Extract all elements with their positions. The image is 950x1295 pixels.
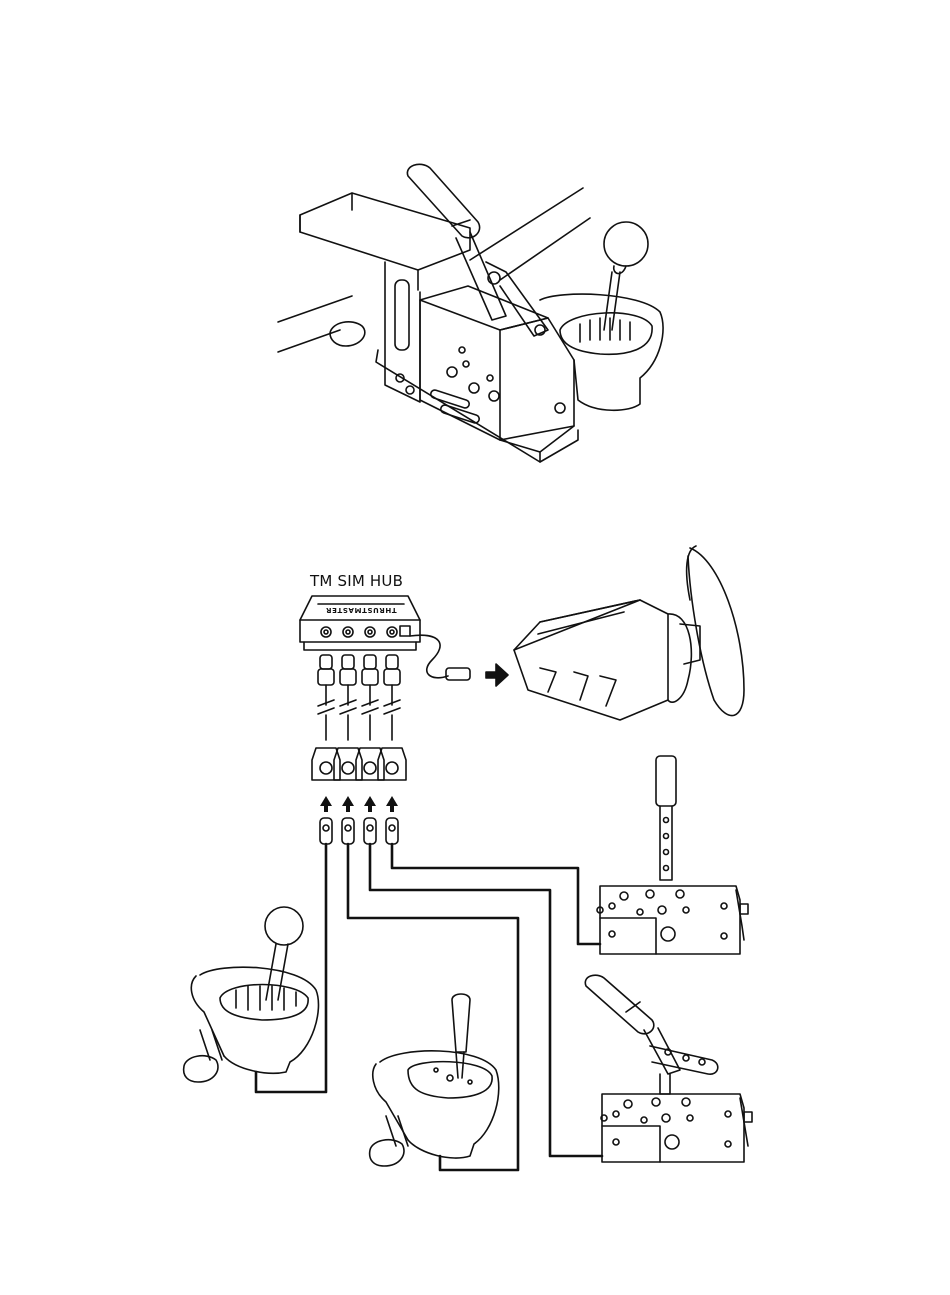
arrow-up-icons xyxy=(320,796,398,812)
clamp-assembly-illustration xyxy=(278,164,663,462)
cable-routes xyxy=(256,844,602,1170)
hub-brand-label: THRUSTMASTER xyxy=(325,606,396,614)
connector-column-1 xyxy=(312,655,340,780)
device-plugs xyxy=(320,818,398,844)
h-shifter-illustration xyxy=(184,907,319,1082)
sequential-shifter-illustration xyxy=(370,994,499,1166)
connector-column-3 xyxy=(356,655,384,780)
handbrake-illustration xyxy=(585,975,752,1162)
sim-hub-device: THRUSTMASTER xyxy=(300,596,420,650)
sequential-lever-illustration xyxy=(597,756,748,954)
arrow-right-icon xyxy=(486,664,508,686)
connector-column-2 xyxy=(334,655,362,780)
connector-column-4 xyxy=(378,655,406,780)
racing-wheel-base-illustration xyxy=(514,546,744,720)
hub-title: TM SIM HUB xyxy=(310,572,403,590)
usb-plug xyxy=(446,668,470,680)
